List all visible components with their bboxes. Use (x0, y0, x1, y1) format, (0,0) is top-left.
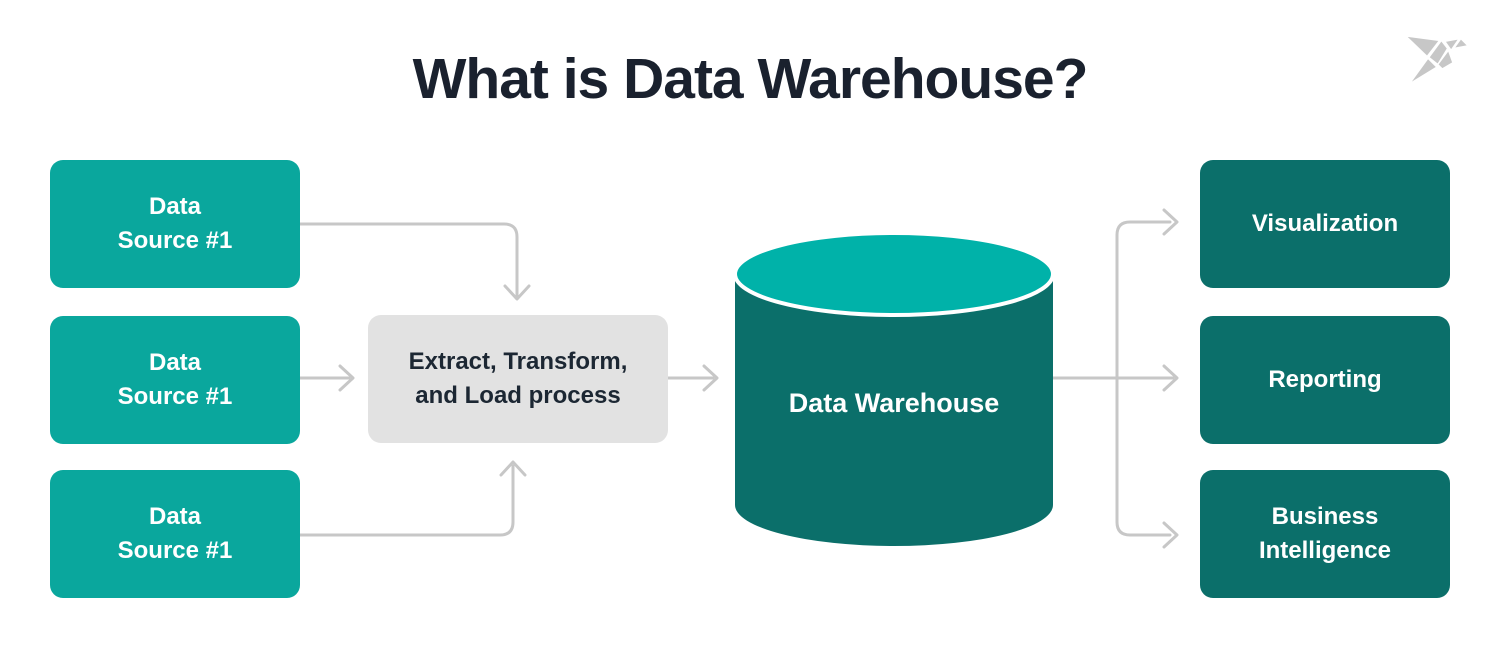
source-box-2: Data Source #1 (50, 316, 300, 444)
arrowhead-right-icon (338, 364, 355, 392)
reporting-label: Reporting (1268, 366, 1382, 393)
warehouse-label: Data Warehouse (788, 388, 1000, 418)
source-box-2-label-line1: Data (148, 349, 202, 376)
source-box-3: Data Source #1 (50, 470, 300, 598)
connector-source1-to-etl (298, 222, 519, 298)
etl-label-line2: and Load process (415, 382, 621, 409)
arrowhead-up-icon (499, 460, 527, 477)
arrowhead-right-icon (1162, 521, 1179, 549)
visualization-label: Visualization (1251, 210, 1399, 237)
output-box-visualization: Visualization (1200, 160, 1450, 288)
connector-source3-to-etl (298, 464, 515, 537)
connector-warehouse-to-business-intelligence (1115, 376, 1172, 537)
arrowhead-right-icon (1162, 364, 1179, 392)
source-box-2-label-line2: Source #1 (117, 383, 233, 410)
source-box-1: Data Source #1 (50, 160, 300, 288)
output-box-business-intelligence: Business Intelligence (1200, 470, 1450, 598)
arrowhead-right-icon (702, 364, 719, 392)
arrowhead-right-icon (1162, 208, 1179, 236)
business-intelligence-label-line2: Intelligence (1258, 537, 1392, 564)
page-title: What is Data Warehouse? (412, 47, 1089, 111)
etl-process-box: Extract, Transform, and Load process (368, 315, 668, 443)
source-box-3-label-line1: Data (148, 503, 202, 530)
etl-label-line1: Extract, Transform, (408, 348, 628, 375)
arrowhead-down-icon (503, 284, 531, 301)
business-intelligence-label-line1: Business (1271, 503, 1379, 530)
cylinder-top (733, 231, 1055, 317)
connector-warehouse-to-visualization (1115, 220, 1172, 380)
warehouse-cylinder (733, 231, 1055, 546)
source-box-3-label-line2: Source #1 (117, 537, 233, 564)
origami-bird-logo-icon (1405, 35, 1469, 85)
source-box-1-label-line1: Data (148, 193, 202, 220)
source-box-1-label-line2: Source #1 (117, 227, 233, 254)
output-box-reporting: Reporting (1200, 316, 1450, 444)
